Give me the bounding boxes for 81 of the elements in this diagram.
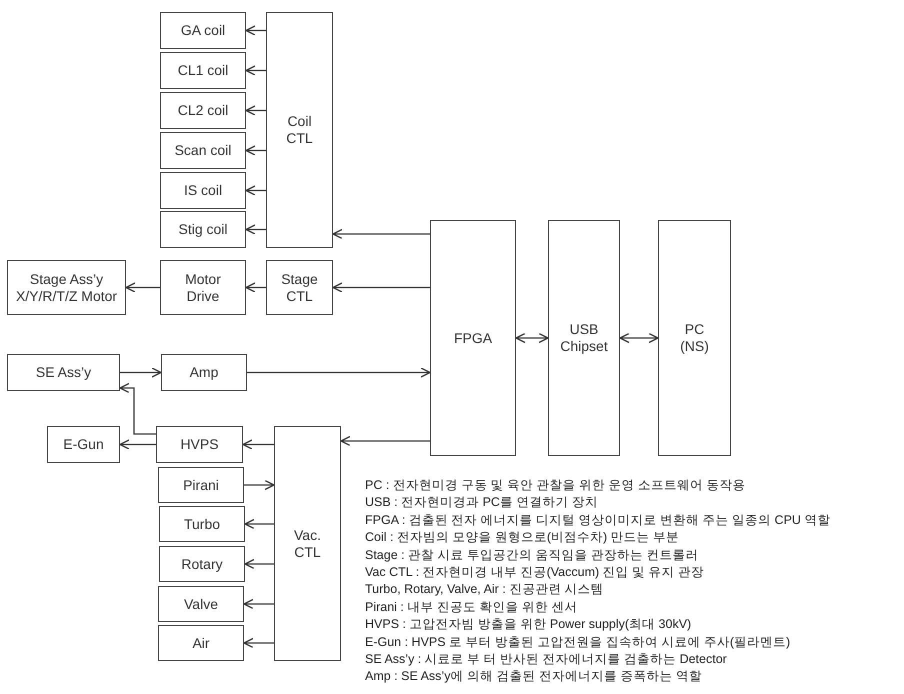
process-box <box>160 211 246 248</box>
block-label: HVPS <box>180 436 219 453</box>
arrow <box>245 25 266 36</box>
block-label: GA coil <box>180 22 226 39</box>
process-box <box>160 132 246 169</box>
process-box <box>161 354 247 391</box>
process-box <box>159 506 245 542</box>
arrow <box>242 439 274 450</box>
note-text: Turbo, Rotary, Valve, Air : 진공관련 시스템 <box>365 581 604 598</box>
process-box <box>658 220 731 456</box>
note-text: Pirani : 내부 진공도 확인을 위한 센서 <box>365 598 578 616</box>
process-box <box>160 52 246 89</box>
block-label: IS coil <box>184 182 222 199</box>
block-label: USB Chipset <box>559 321 609 355</box>
process-box <box>47 426 120 463</box>
process-box <box>266 12 333 248</box>
block-label: Air <box>192 634 210 652</box>
process-box <box>156 426 243 463</box>
arrow <box>332 228 430 240</box>
arrow <box>340 436 430 446</box>
note-text: Vac CTL : 전자현미경 내부 진공(Vaccum) 진입 및 유지 관장 <box>365 564 704 582</box>
arrow <box>244 518 274 530</box>
process-box <box>158 586 244 622</box>
block-label: CL1 coil <box>178 62 228 79</box>
note-text: Stage : 관찰 시료 투입공간의 움직임을 관장하는 컨트롤러 <box>365 546 698 564</box>
arrow <box>120 367 162 378</box>
block-label: Amp <box>190 364 218 381</box>
block-label: Turbo <box>184 516 220 532</box>
arrow <box>332 282 430 293</box>
process-box <box>160 172 246 209</box>
process-box <box>158 625 244 661</box>
arrow <box>119 439 156 450</box>
note-text: Coil : 전자빔의 모양을 원형으로(비점수차) 만드는 부분 <box>365 529 680 546</box>
block-label: Valve <box>184 596 218 612</box>
block-label: Coil CTL <box>285 113 314 147</box>
block-label: E-Gun <box>63 436 104 453</box>
process-box <box>160 92 246 129</box>
block-label: Stig coil <box>178 221 228 238</box>
note-text: Amp : SE Ass’y에 의해 검출된 전자에너지를 증폭하는 역할 <box>365 668 702 686</box>
arrow <box>243 598 274 610</box>
note-text: FPGA : 검출된 전자 에너지를 디지털 영상이미지로 변환해 주는 일종의 CPU 역할 <box>365 512 830 529</box>
process-box <box>160 12 246 49</box>
arrow <box>245 145 266 156</box>
arrow <box>245 282 266 293</box>
block-label: SE Ass’y <box>36 364 92 381</box>
block-label: Rotary <box>181 556 223 572</box>
arrow <box>245 185 266 196</box>
process-box <box>266 260 333 315</box>
arrow <box>247 367 431 378</box>
block-label: Stage Ass’y X/Y/R/T/Z Motor <box>14 270 118 304</box>
arrow <box>244 480 275 490</box>
process-box <box>7 260 126 315</box>
block-label: Scan coil <box>174 142 232 159</box>
block-label: CL2 coil <box>178 102 228 119</box>
block-label: Pirani <box>183 476 219 494</box>
arrow <box>243 638 274 648</box>
block-label: Motor Drive <box>184 270 222 304</box>
block-label: FPGA <box>454 330 492 346</box>
arrow <box>245 65 266 76</box>
note-text: HVPS : 고압전자빔 방출을 위한 Power supply(최대 30kV) <box>365 616 692 634</box>
arrow <box>119 382 156 435</box>
note-text: E-Gun : HVPS 로 부터 방출된 고압전원을 집속하여 시료에 주사(필라멘트) <box>365 634 790 651</box>
process-box <box>274 426 341 661</box>
process-box <box>7 354 120 391</box>
arrow <box>244 558 274 570</box>
note-text: PC : 전자현미경 구동 및 육안 관찰을 위한 운영 소프트웨어 동작용 <box>365 477 746 494</box>
process-box <box>158 467 244 503</box>
block-label: Vac. CTL <box>293 526 322 560</box>
arrow <box>245 105 266 116</box>
note-text: SE Ass’y : 시료로 부 터 반사된 전자에너지를 검출하는 Detector <box>365 651 727 668</box>
block-label: Stage CTL <box>280 270 319 304</box>
note-text: USB : 전자현미경과 PC를 연결하기 장치 <box>365 494 598 512</box>
arrow <box>619 332 659 344</box>
arrow <box>245 224 266 235</box>
process-box <box>548 220 620 456</box>
process-box <box>430 220 516 456</box>
process-box <box>160 260 246 315</box>
process-box <box>159 546 245 582</box>
arrow <box>125 282 160 293</box>
arrow <box>515 332 549 344</box>
block-label: PC (NS) <box>679 321 710 355</box>
